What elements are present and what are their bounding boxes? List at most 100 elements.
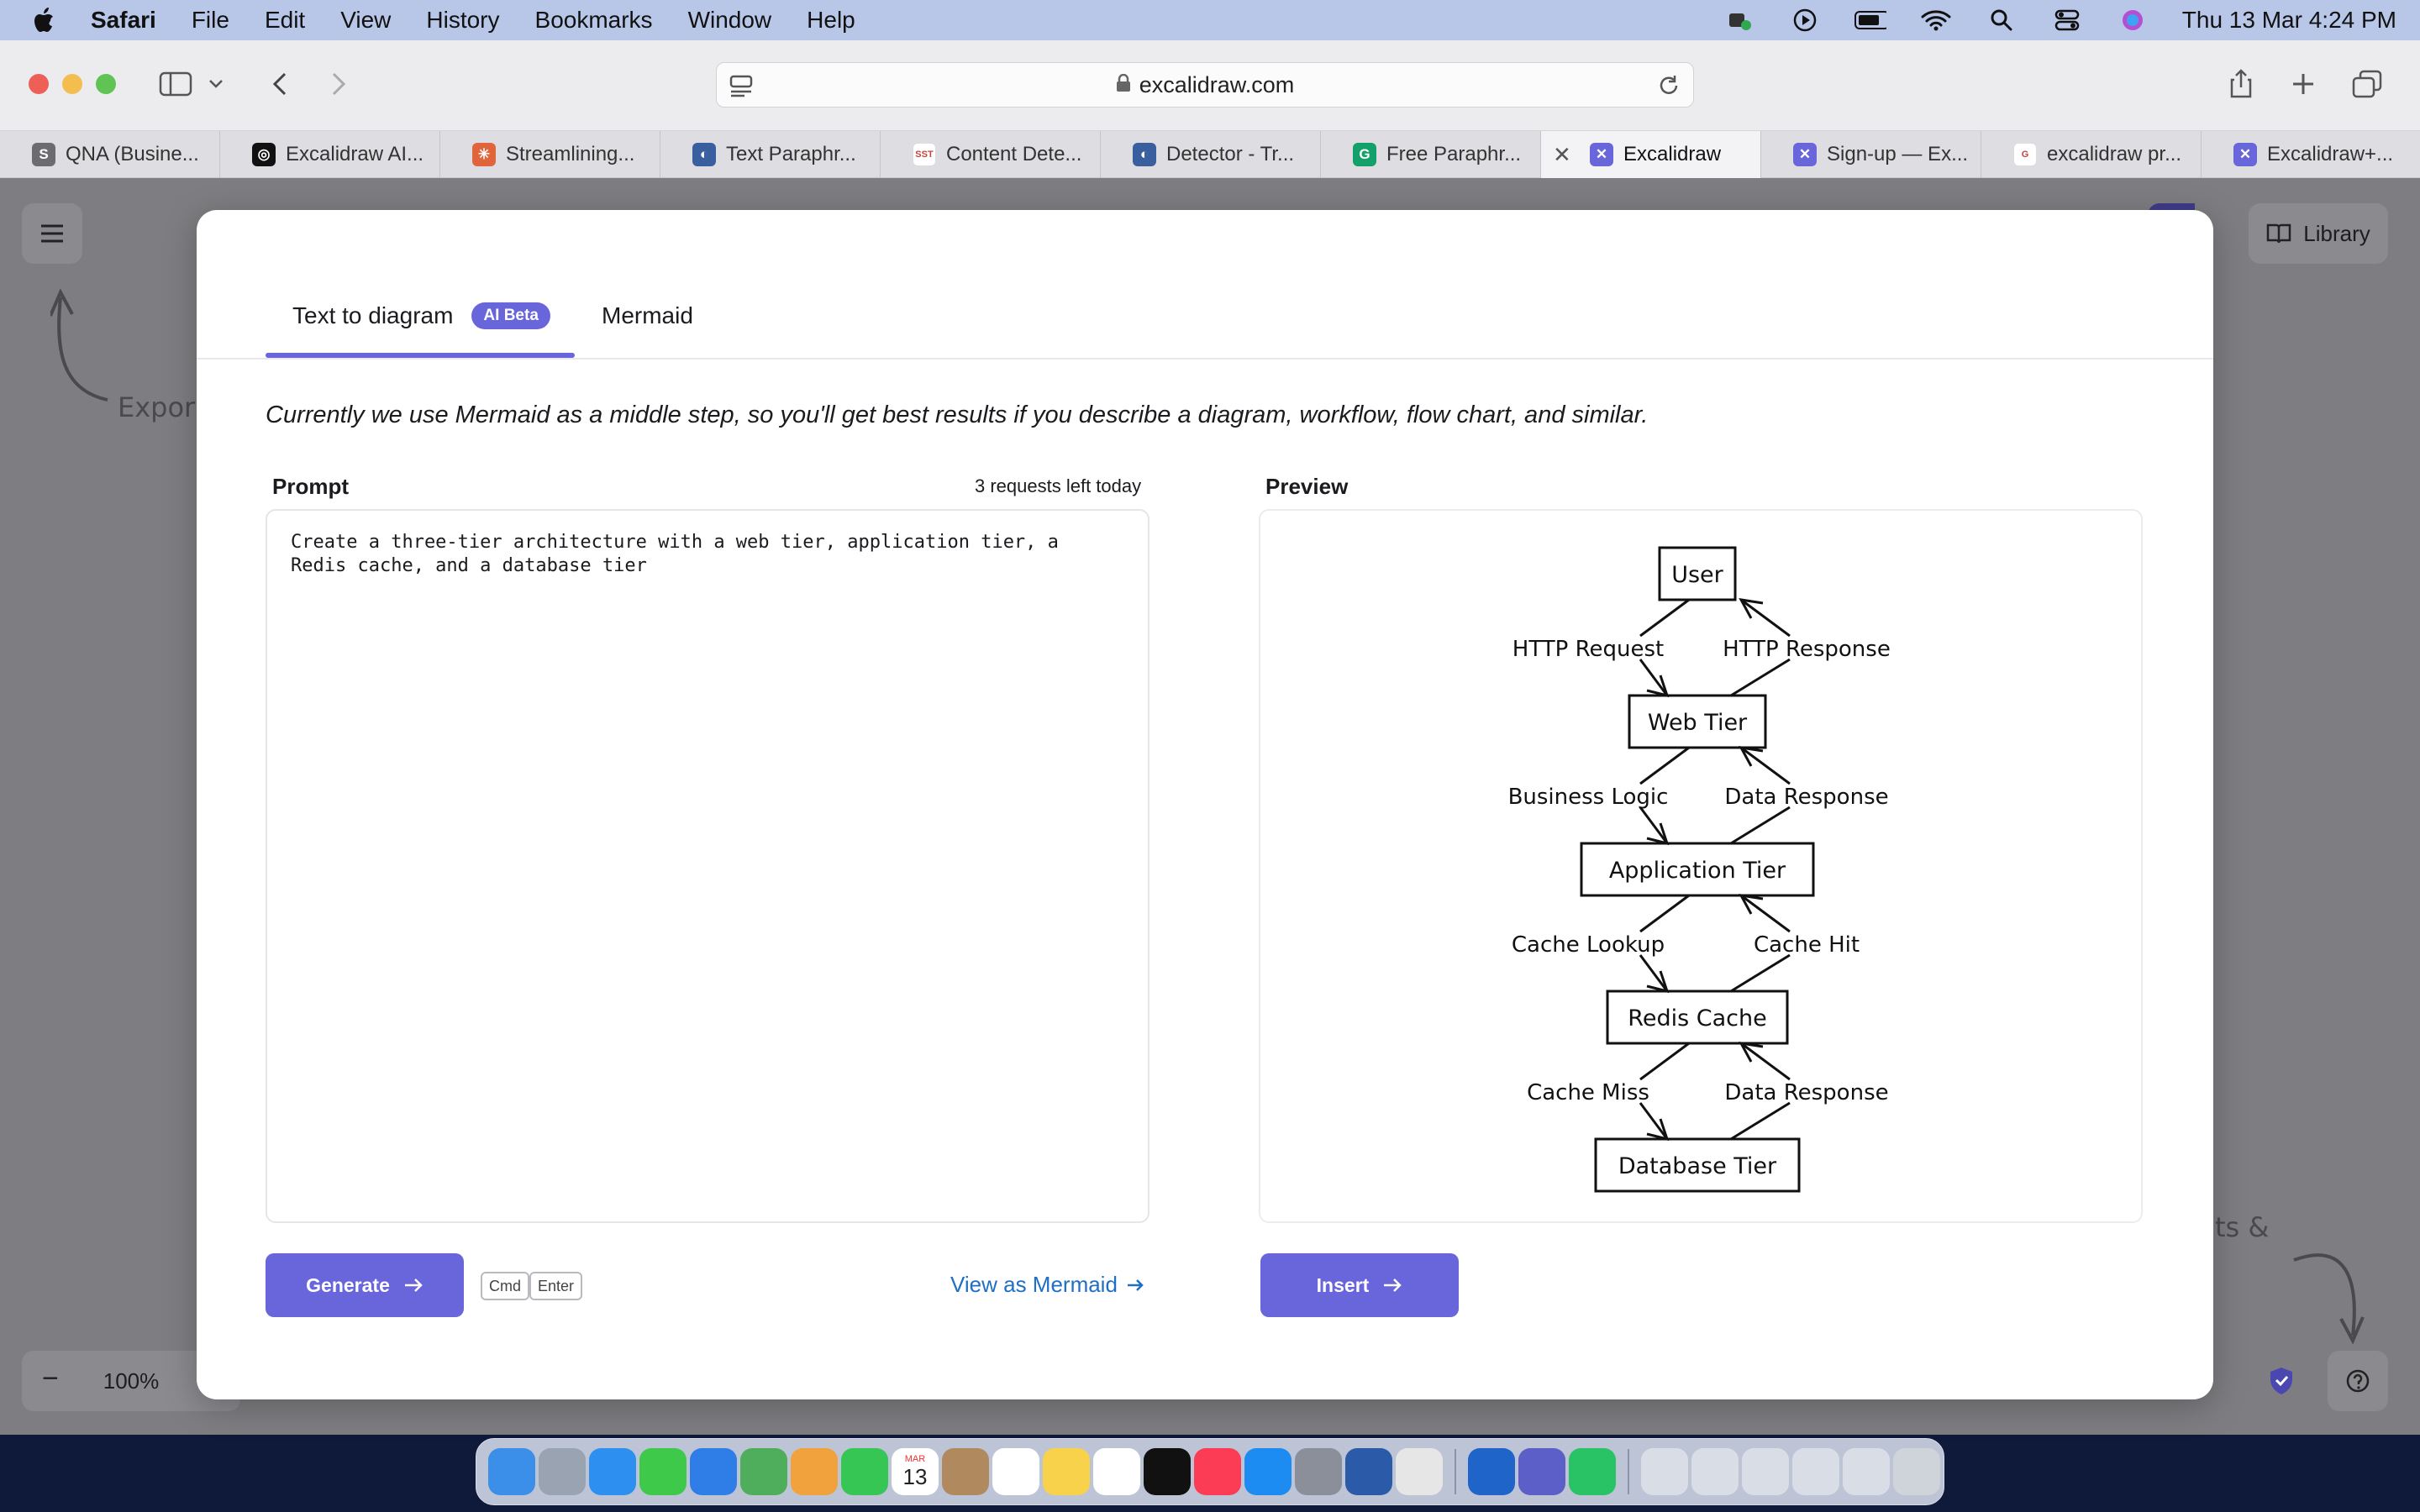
whatsapp-icon[interactable]	[1569, 1448, 1616, 1495]
share-icon[interactable]	[2222, 66, 2260, 102]
help-button[interactable]	[2328, 1351, 2388, 1411]
tab-title: Free Paraphr...	[1386, 143, 1522, 165]
shield-icon[interactable]	[2252, 1351, 2311, 1411]
battery-icon[interactable]	[1854, 8, 1886, 33]
view-as-mermaid-link[interactable]: View as Mermaid	[950, 1272, 1144, 1298]
outlook-icon[interactable]	[1468, 1448, 1515, 1495]
freeform-icon[interactable]	[1093, 1448, 1140, 1495]
zoom-level[interactable]: 100%	[103, 1368, 160, 1394]
wifi-icon[interactable]	[1920, 8, 1952, 33]
menu-view[interactable]: View	[340, 7, 392, 33]
tab-mermaid[interactable]: Mermaid	[602, 302, 693, 328]
forward-button[interactable]	[319, 66, 358, 102]
screenshot-4-icon[interactable]	[1843, 1448, 1890, 1495]
tab-title: excalidraw pr...	[2047, 143, 2182, 165]
downloads-icon[interactable]	[1641, 1448, 1688, 1495]
photos-icon[interactable]	[791, 1448, 838, 1495]
diagram-arrowhead	[1646, 1118, 1670, 1142]
play-icon[interactable]	[1789, 8, 1821, 33]
tab-favicon-icon: ◐	[692, 143, 716, 166]
menu-window[interactable]: Window	[687, 7, 772, 33]
window-zoom-button[interactable]	[96, 74, 116, 94]
back-button[interactable]	[260, 66, 299, 102]
view-as-mermaid-label: View as Mermaid	[950, 1272, 1118, 1297]
tab-favicon-icon: SST	[913, 143, 936, 166]
tab-text-to-diagram[interactable]: Text to diagram AI Beta	[292, 302, 550, 329]
menu-bookmarks[interactable]: Bookmarks	[534, 7, 653, 33]
maps-icon[interactable]	[740, 1448, 787, 1495]
browser-tab[interactable]: ✕Sign-up — Ex...	[1761, 131, 1981, 178]
notes-icon[interactable]	[1043, 1448, 1090, 1495]
diagram-arrowhead	[1646, 675, 1670, 698]
browser-tab[interactable]: ◐Detector - Tr...	[1101, 131, 1321, 178]
teams-status-icon[interactable]	[1723, 8, 1755, 33]
window-close-button[interactable]	[29, 74, 49, 94]
contacts-icon[interactable]	[942, 1448, 989, 1495]
diagram-node-box	[1606, 990, 1789, 1045]
reader-icon[interactable]	[729, 73, 754, 104]
trash-icon[interactable]	[1893, 1448, 1940, 1495]
new-tab-icon[interactable]	[2284, 66, 2323, 102]
zoom-out-button[interactable]: −	[42, 1362, 59, 1394]
safari-icon[interactable]	[589, 1448, 636, 1495]
screenshot-3-icon[interactable]	[1792, 1448, 1839, 1495]
tv-icon[interactable]	[1144, 1448, 1191, 1495]
address-bar[interactable]: excalidraw.com	[716, 62, 1694, 108]
main-menu-button[interactable]	[22, 203, 82, 264]
window-minimize-button[interactable]	[62, 74, 82, 94]
siri-icon[interactable]	[2117, 8, 2149, 33]
system-settings-icon[interactable]	[1295, 1448, 1342, 1495]
diagram-node-label: Database Tier	[1618, 1153, 1777, 1179]
music-icon[interactable]	[1194, 1448, 1241, 1495]
spotlight-search-icon[interactable]	[1986, 8, 2018, 33]
prompt-textarea[interactable]: Create a three-tier architecture with a …	[266, 509, 1150, 1223]
mail-icon[interactable]	[690, 1448, 737, 1495]
generate-button[interactable]: Generate	[266, 1253, 464, 1317]
menu-help[interactable]: Help	[807, 7, 855, 33]
tab-favicon-icon: ✕	[2233, 143, 2257, 166]
browser-tab[interactable]: ✕✕Excalidraw	[1541, 131, 1761, 178]
reminders-icon[interactable]	[992, 1448, 1039, 1495]
messages-icon[interactable]	[639, 1448, 687, 1495]
dock-separator	[1628, 1449, 1629, 1494]
browser-tab[interactable]: ✕Excalidraw+...	[2202, 131, 2420, 178]
app-store-icon[interactable]	[1244, 1448, 1292, 1495]
insert-button[interactable]: Insert	[1260, 1253, 1459, 1317]
tab-overview-icon[interactable]	[2348, 66, 2386, 102]
sidebar-toggle-icon[interactable]	[156, 66, 195, 102]
screenshot-2-icon[interactable]	[1742, 1448, 1789, 1495]
facetime-icon[interactable]	[841, 1448, 888, 1495]
screenshot-1-icon[interactable]	[1691, 1448, 1739, 1495]
diagram-edge-label: HTTP Request	[1512, 637, 1664, 662]
chevron-down-icon[interactable]	[203, 66, 229, 102]
preview-icon[interactable]	[1396, 1448, 1443, 1495]
browser-tab[interactable]: ◎Excalidraw AI...	[220, 131, 440, 178]
shortcuts-hint-text: ts &	[2215, 1211, 2270, 1243]
finder-icon[interactable]	[488, 1448, 535, 1495]
browser-tab[interactable]: ◐Text Paraphr...	[660, 131, 881, 178]
control-center-icon[interactable]	[2051, 8, 2083, 33]
menu-history[interactable]: History	[426, 7, 500, 33]
dock-separator	[1455, 1449, 1456, 1494]
launchpad-icon[interactable]	[539, 1448, 586, 1495]
diagram-edge-label: Cache Miss	[1527, 1080, 1649, 1105]
menu-file[interactable]: File	[191, 7, 229, 33]
menu-edit[interactable]: Edit	[264, 7, 306, 33]
teams-icon[interactable]	[1518, 1448, 1565, 1495]
apple-icon[interactable]	[32, 6, 59, 34]
menu-app-name[interactable]: Safari	[91, 7, 156, 33]
browser-tab[interactable]: ✳Streamlining...	[440, 131, 660, 178]
word-icon[interactable]	[1345, 1448, 1392, 1495]
library-button[interactable]: Library	[2249, 203, 2388, 264]
close-tab-icon[interactable]: ✕	[1553, 141, 1571, 167]
menubar-clock[interactable]: Thu 13 Mar 4:24 PM	[2181, 7, 2396, 33]
reload-icon[interactable]	[1656, 73, 1681, 104]
